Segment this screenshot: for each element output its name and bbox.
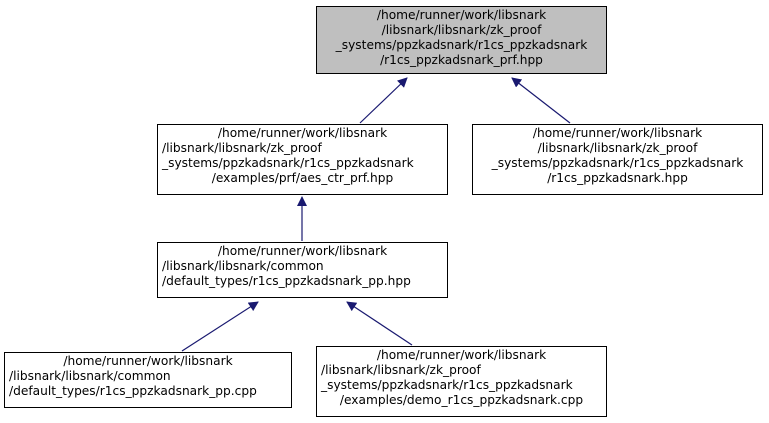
node-line: _systems/ppzkadsnark/r1cs_ppzkadsnark xyxy=(491,156,744,170)
node-line: /r1cs_ppzkadsnark_prf.hpp xyxy=(380,53,543,67)
node-demo-r1cs-ppzkadsnark-cpp[interactable]: /home/runner/work/libsnark /libsnark/lib… xyxy=(316,346,607,417)
node-line: /home/runner/work/libsnark xyxy=(63,354,233,368)
node-line: /home/runner/work/libsnark xyxy=(376,348,547,362)
node-line: /libsnark/libsnark/zk_proof xyxy=(162,141,322,155)
node-line: /r1cs_ppzkadsnark.hpp xyxy=(547,171,688,185)
node-line: /libsnark/libsnark/zk_proof xyxy=(321,363,481,377)
node-aes-ctr-prf-hpp[interactable]: /home/runner/work/libsnark /libsnark/lib… xyxy=(157,124,448,195)
node-line: /libsnark/libsnark/zk_proof xyxy=(537,141,698,155)
node-line: /examples/demo_r1cs_ppzkadsnark.cpp xyxy=(339,393,584,407)
node-line: /home/runner/work/libsnark xyxy=(532,126,703,140)
node-line: /home/runner/work/libsnark xyxy=(217,244,388,258)
node-line: /default_types/r1cs_ppzkadsnark_pp.cpp xyxy=(9,384,257,398)
node-line: /default_types/r1cs_ppzkadsnark_pp.hpp xyxy=(162,274,411,288)
node-line: _systems/ppzkadsnark/r1cs_ppzkadsnark xyxy=(335,38,588,52)
node-r1cs-ppzkadsnark-hpp[interactable]: /home/runner/work/libsnark /libsnark/lib… xyxy=(472,124,763,195)
node-line: _systems/ppzkadsnark/r1cs_ppzkadsnark xyxy=(321,378,573,392)
node-r1cs-ppzkadsnark-pp-hpp[interactable]: /home/runner/work/libsnark /libsnark/lib… xyxy=(157,242,448,298)
node-line: _systems/ppzkadsnark/r1cs_ppzkadsnark xyxy=(162,156,414,170)
edge-r1cs-ppzkadsnark-hpp-to-prf-hpp xyxy=(511,77,571,124)
edge-aes-ctr-prf-hpp-to-prf-hpp xyxy=(359,77,408,124)
node-r1cs-ppzkadsnark-pp-cpp[interactable]: /home/runner/work/libsnark /libsnark/lib… xyxy=(4,352,292,408)
node-line: /home/runner/work/libsnark xyxy=(217,126,388,140)
node-line: /examples/prf/aes_ctr_prf.hpp xyxy=(211,171,394,185)
node-line: /libsnark/libsnark/common xyxy=(9,369,171,383)
node-line: /libsnark/libsnark/common xyxy=(162,259,324,273)
edge-pp-cpp-to-pp-hpp xyxy=(181,301,259,352)
node-r1cs-ppzkadsnark-prf-hpp[interactable]: /home/runner/work/libsnark /libsnark/lib… xyxy=(316,6,607,74)
node-line: /home/runner/work/libsnark xyxy=(376,8,547,22)
edge-demo-cpp-to-pp-hpp xyxy=(346,301,413,346)
node-line: /libsnark/libsnark/zk_proof xyxy=(381,23,542,37)
